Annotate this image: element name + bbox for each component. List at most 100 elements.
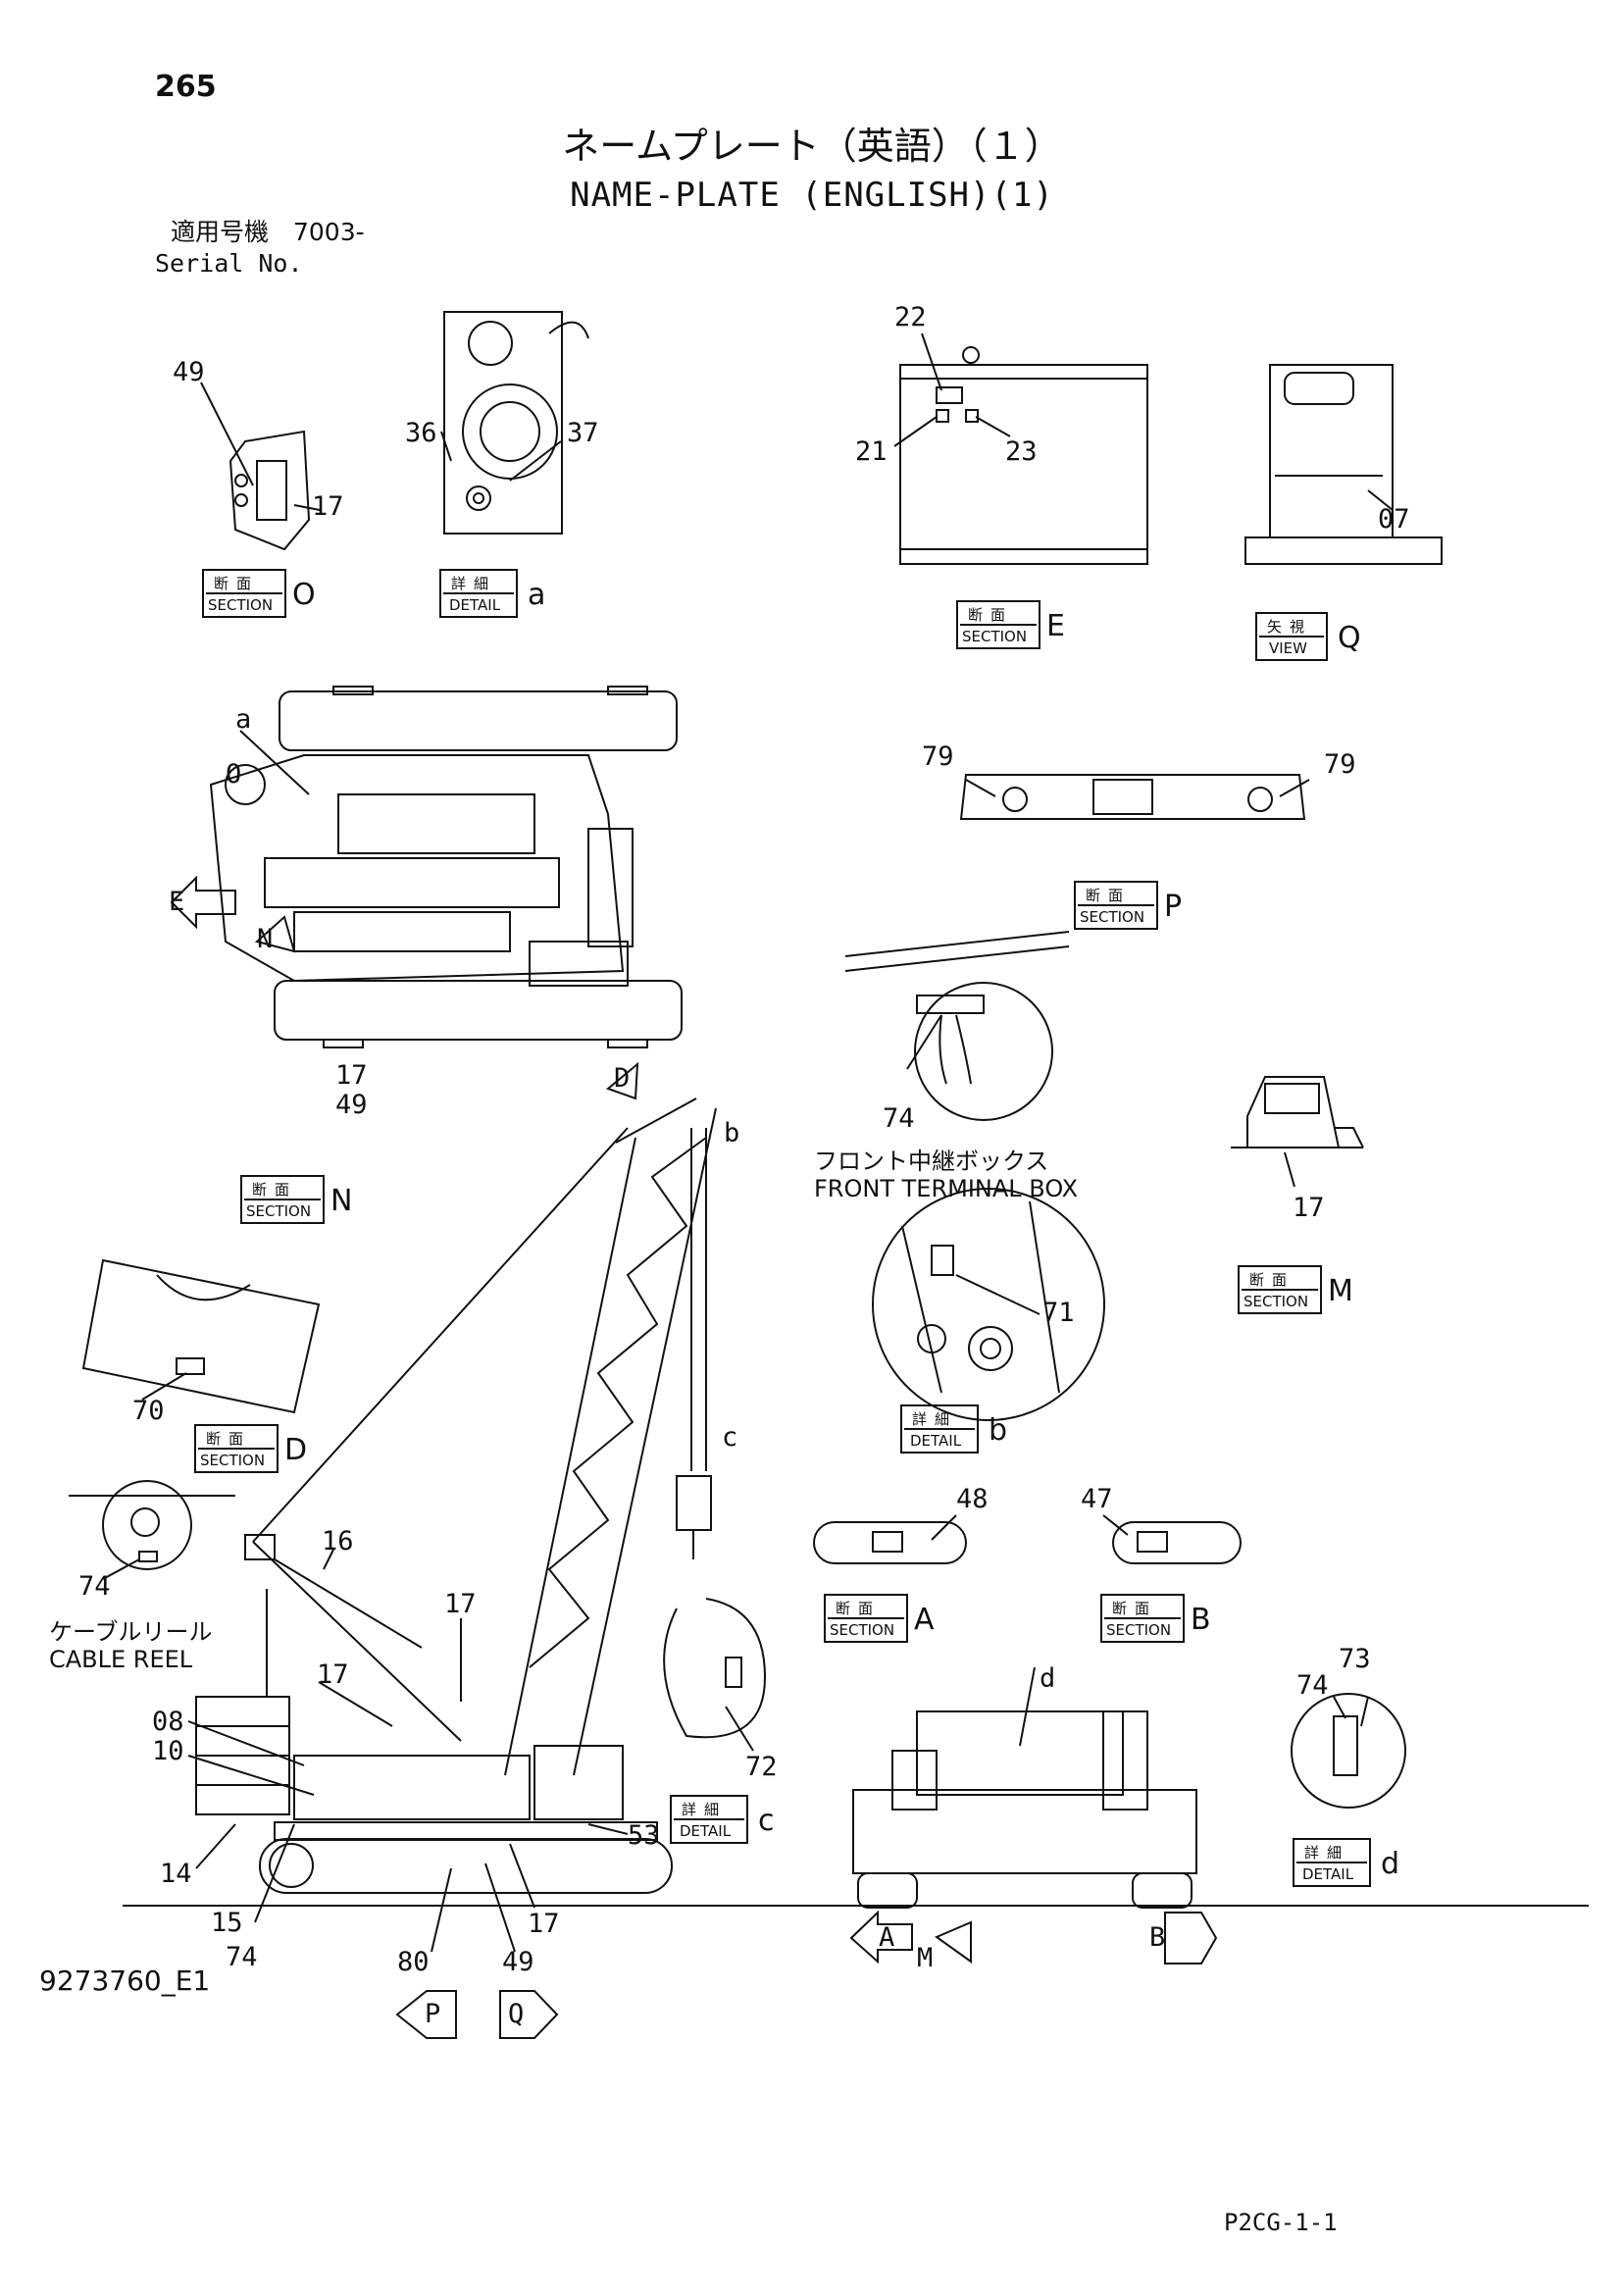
detail-c-drawing xyxy=(663,1598,767,1752)
ref-jp: 詳細 xyxy=(451,575,497,592)
section-b-track-drawing xyxy=(1102,1514,1242,1564)
part-number-label: d xyxy=(1040,1663,1056,1694)
part-number-label: c xyxy=(722,1422,738,1453)
ref-detail-a: 詳細 DETAIL a xyxy=(439,569,563,618)
ref-id: O xyxy=(292,578,316,612)
part-number-label: 74 xyxy=(1296,1670,1329,1701)
part-number-label: 70 xyxy=(132,1396,165,1426)
part-number-label: 17 xyxy=(444,1589,477,1619)
ref-jp: 詳細 xyxy=(1304,1844,1350,1862)
ref-section-p: 断面 SECTION P xyxy=(1074,881,1197,930)
ref-detail-c: 詳細 DETAIL c xyxy=(670,1795,793,1844)
ref-en: SECTION xyxy=(962,628,1028,645)
serial-label-jp: 適用号機 7003- xyxy=(171,218,365,246)
ref-jp: 断面 xyxy=(214,575,260,592)
drawing-code: 9273760_E1 xyxy=(39,1964,211,1997)
part-number-label: N xyxy=(257,924,274,954)
part-number-label: O xyxy=(226,759,242,790)
ref-id: D xyxy=(284,1433,308,1467)
ref-jp: 断面 xyxy=(206,1430,252,1448)
detail-a-cabinet-drawing xyxy=(440,311,589,535)
page-title-en: NAME-PLATE (ENGLISH)(1) xyxy=(570,176,1054,215)
section-p-frame-drawing xyxy=(959,774,1310,820)
part-number-label: 14 xyxy=(160,1859,192,1889)
front-terminal-caption-jp: フロント中継ボックス xyxy=(814,1148,1049,1175)
cable-reel-caption-jp: ケーブルリール xyxy=(49,1618,213,1646)
section-e-box-drawing xyxy=(893,332,1148,565)
part-number-label: 80 xyxy=(397,1947,430,1977)
part-number-label: 47 xyxy=(1081,1484,1113,1514)
part-number-label: 49 xyxy=(502,1947,534,1977)
ref-detail-b: 詳細 DETAIL b xyxy=(900,1404,1024,1454)
part-number-label: 37 xyxy=(567,418,599,448)
part-number-label: 74 xyxy=(226,1942,258,1972)
part-number-label: 17 xyxy=(528,1909,560,1939)
part-number-label: 10 xyxy=(152,1736,184,1766)
section-d-plate-drawing xyxy=(81,1258,321,1414)
section-a-track-drawing xyxy=(813,1514,967,1564)
ref-jp: 断面 xyxy=(1112,1600,1158,1617)
part-number-label: 21 xyxy=(855,436,888,467)
ref-jp: 詳細 xyxy=(912,1410,958,1428)
arrow-label: M xyxy=(917,1943,934,1973)
detail-d-drawing xyxy=(1291,1693,1406,1809)
cable-reel-caption-en: CABLE REEL xyxy=(49,1646,193,1673)
ref-en: SECTION xyxy=(1243,1293,1309,1310)
serial-label-en: Serial No. xyxy=(155,249,303,278)
ref-id: c xyxy=(758,1804,775,1838)
part-number-label: 48 xyxy=(956,1484,989,1514)
ref-jp: 断面 xyxy=(1249,1271,1295,1289)
ref-id: N xyxy=(330,1184,353,1218)
part-number-label: 74 xyxy=(883,1103,915,1134)
arrow-label: B xyxy=(1149,1922,1166,1953)
detail-b-drawing xyxy=(872,1188,1105,1421)
part-number-label: 79 xyxy=(1324,749,1356,780)
part-number-label: 53 xyxy=(628,1820,660,1851)
ref-jp: 矢視 xyxy=(1267,618,1313,636)
ref-section-d: 断面 SECTION D xyxy=(194,1424,318,1473)
ref-en: SECTION xyxy=(246,1202,312,1220)
ref-en: SECTION xyxy=(830,1621,895,1639)
ref-id: B xyxy=(1191,1603,1211,1637)
part-number-label: 17 xyxy=(335,1060,368,1091)
ref-id: A xyxy=(914,1603,935,1637)
part-number-label: 49 xyxy=(173,357,205,387)
ref-id: M xyxy=(1328,1274,1353,1308)
part-number-label: 73 xyxy=(1339,1644,1371,1674)
ref-section-n: 断面 SECTION N xyxy=(240,1175,364,1224)
ref-jp: 断面 xyxy=(252,1181,298,1199)
arrow-label: P xyxy=(425,1999,441,2029)
ref-section-o: 断面 SECTION O xyxy=(202,569,326,618)
sheet-code: P2CG-1-1 xyxy=(1224,2209,1338,2236)
ref-id: Q xyxy=(1338,621,1361,655)
plan-view-drawing xyxy=(209,686,683,1048)
section-o-bracket-drawing xyxy=(200,382,321,551)
ref-en: DETAIL xyxy=(1302,1865,1354,1883)
ref-en: SECTION xyxy=(208,596,274,614)
page-number: 265 xyxy=(155,70,217,104)
ref-section-e: 断面 SECTION E xyxy=(956,600,1080,649)
front-terminal-caption-en: FRONT TERMINAL BOX xyxy=(814,1175,1079,1202)
ref-section-a: 断面 SECTION A xyxy=(824,1594,947,1643)
ref-jp: 断面 xyxy=(836,1600,882,1617)
front-terminal-box-drawing xyxy=(844,931,1070,1121)
ref-id: b xyxy=(989,1413,1008,1448)
ref-detail-d: 詳細 DETAIL d xyxy=(1293,1838,1416,1887)
part-number-label: 49 xyxy=(335,1090,368,1120)
ref-id: d xyxy=(1381,1847,1400,1881)
ref-section-b: 断面 SECTION B xyxy=(1100,1594,1224,1643)
part-number-label: 72 xyxy=(745,1752,778,1782)
ref-en: SECTION xyxy=(200,1452,266,1469)
ref-en: VIEW xyxy=(1269,639,1307,657)
part-number-label: 07 xyxy=(1378,504,1410,535)
ref-section-m: 断面 SECTION M xyxy=(1238,1265,1361,1314)
main-crane-drawing xyxy=(123,1097,1589,1907)
ref-jp: 断面 xyxy=(968,606,1014,624)
ref-id: P xyxy=(1164,890,1183,924)
part-number-label: 16 xyxy=(322,1526,354,1556)
part-number-label: 15 xyxy=(211,1908,243,1938)
part-number-label: 08 xyxy=(152,1707,184,1737)
rear-view-drawing xyxy=(852,1666,1197,1909)
page-title-jp: ネームプレート（英語）（１） xyxy=(562,125,1062,168)
part-number-label: 22 xyxy=(894,302,927,332)
